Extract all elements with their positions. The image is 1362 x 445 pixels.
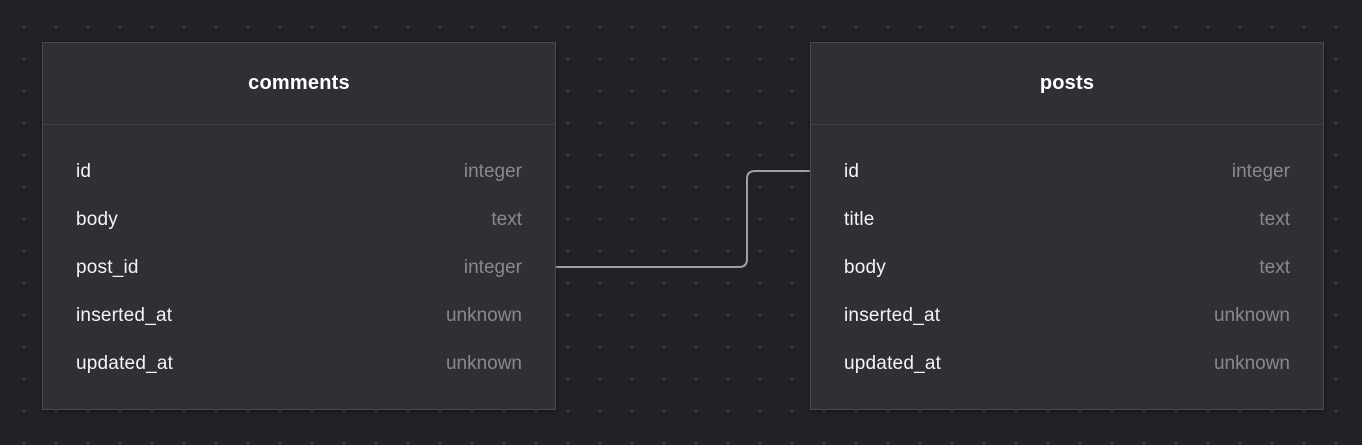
field-type: unknown — [1213, 353, 1290, 374]
table-node-posts[interactable]: posts id integer title text body text in… — [810, 42, 1324, 410]
field-type: unknown — [1213, 305, 1290, 326]
table-node-comments[interactable]: comments id integer body text post_id in… — [42, 42, 556, 410]
table-fields-comments: id integer body text post_id integer ins… — [43, 125, 555, 388]
field-name: id — [844, 161, 860, 182]
field-name: inserted_at — [844, 305, 941, 326]
field-row: id integer — [43, 148, 555, 196]
table-header-posts[interactable]: posts — [811, 43, 1323, 125]
field-type: text — [491, 209, 522, 230]
field-row: updated_at unknown — [811, 340, 1323, 388]
field-name: updated_at — [844, 353, 942, 374]
field-name: updated_at — [76, 353, 174, 374]
field-type: integer — [1231, 161, 1290, 182]
field-name: body — [76, 209, 119, 230]
field-row: title text — [811, 196, 1323, 244]
field-name: post_id — [76, 257, 139, 278]
field-name: inserted_at — [76, 305, 173, 326]
field-type: integer — [463, 161, 522, 182]
field-name: title — [844, 209, 875, 230]
table-header-comments[interactable]: comments — [43, 43, 555, 125]
field-row: inserted_at unknown — [811, 292, 1323, 340]
field-row: id integer — [811, 148, 1323, 196]
table-title: posts — [1039, 72, 1095, 94]
field-row: body text — [43, 196, 555, 244]
field-row: post_id integer — [43, 244, 555, 292]
field-row: inserted_at unknown — [43, 292, 555, 340]
relationship-edge-comments-posts — [556, 170, 811, 268]
field-name: body — [844, 257, 887, 278]
table-title: comments — [248, 72, 350, 94]
field-row: updated_at unknown — [43, 340, 555, 388]
table-fields-posts: id integer title text body text inserted… — [811, 125, 1323, 388]
field-type: unknown — [445, 353, 522, 374]
field-type: text — [1259, 257, 1290, 278]
field-type: integer — [463, 257, 522, 278]
field-type: unknown — [445, 305, 522, 326]
field-type: text — [1259, 209, 1290, 230]
field-name: id — [76, 161, 92, 182]
field-row: body text — [811, 244, 1323, 292]
